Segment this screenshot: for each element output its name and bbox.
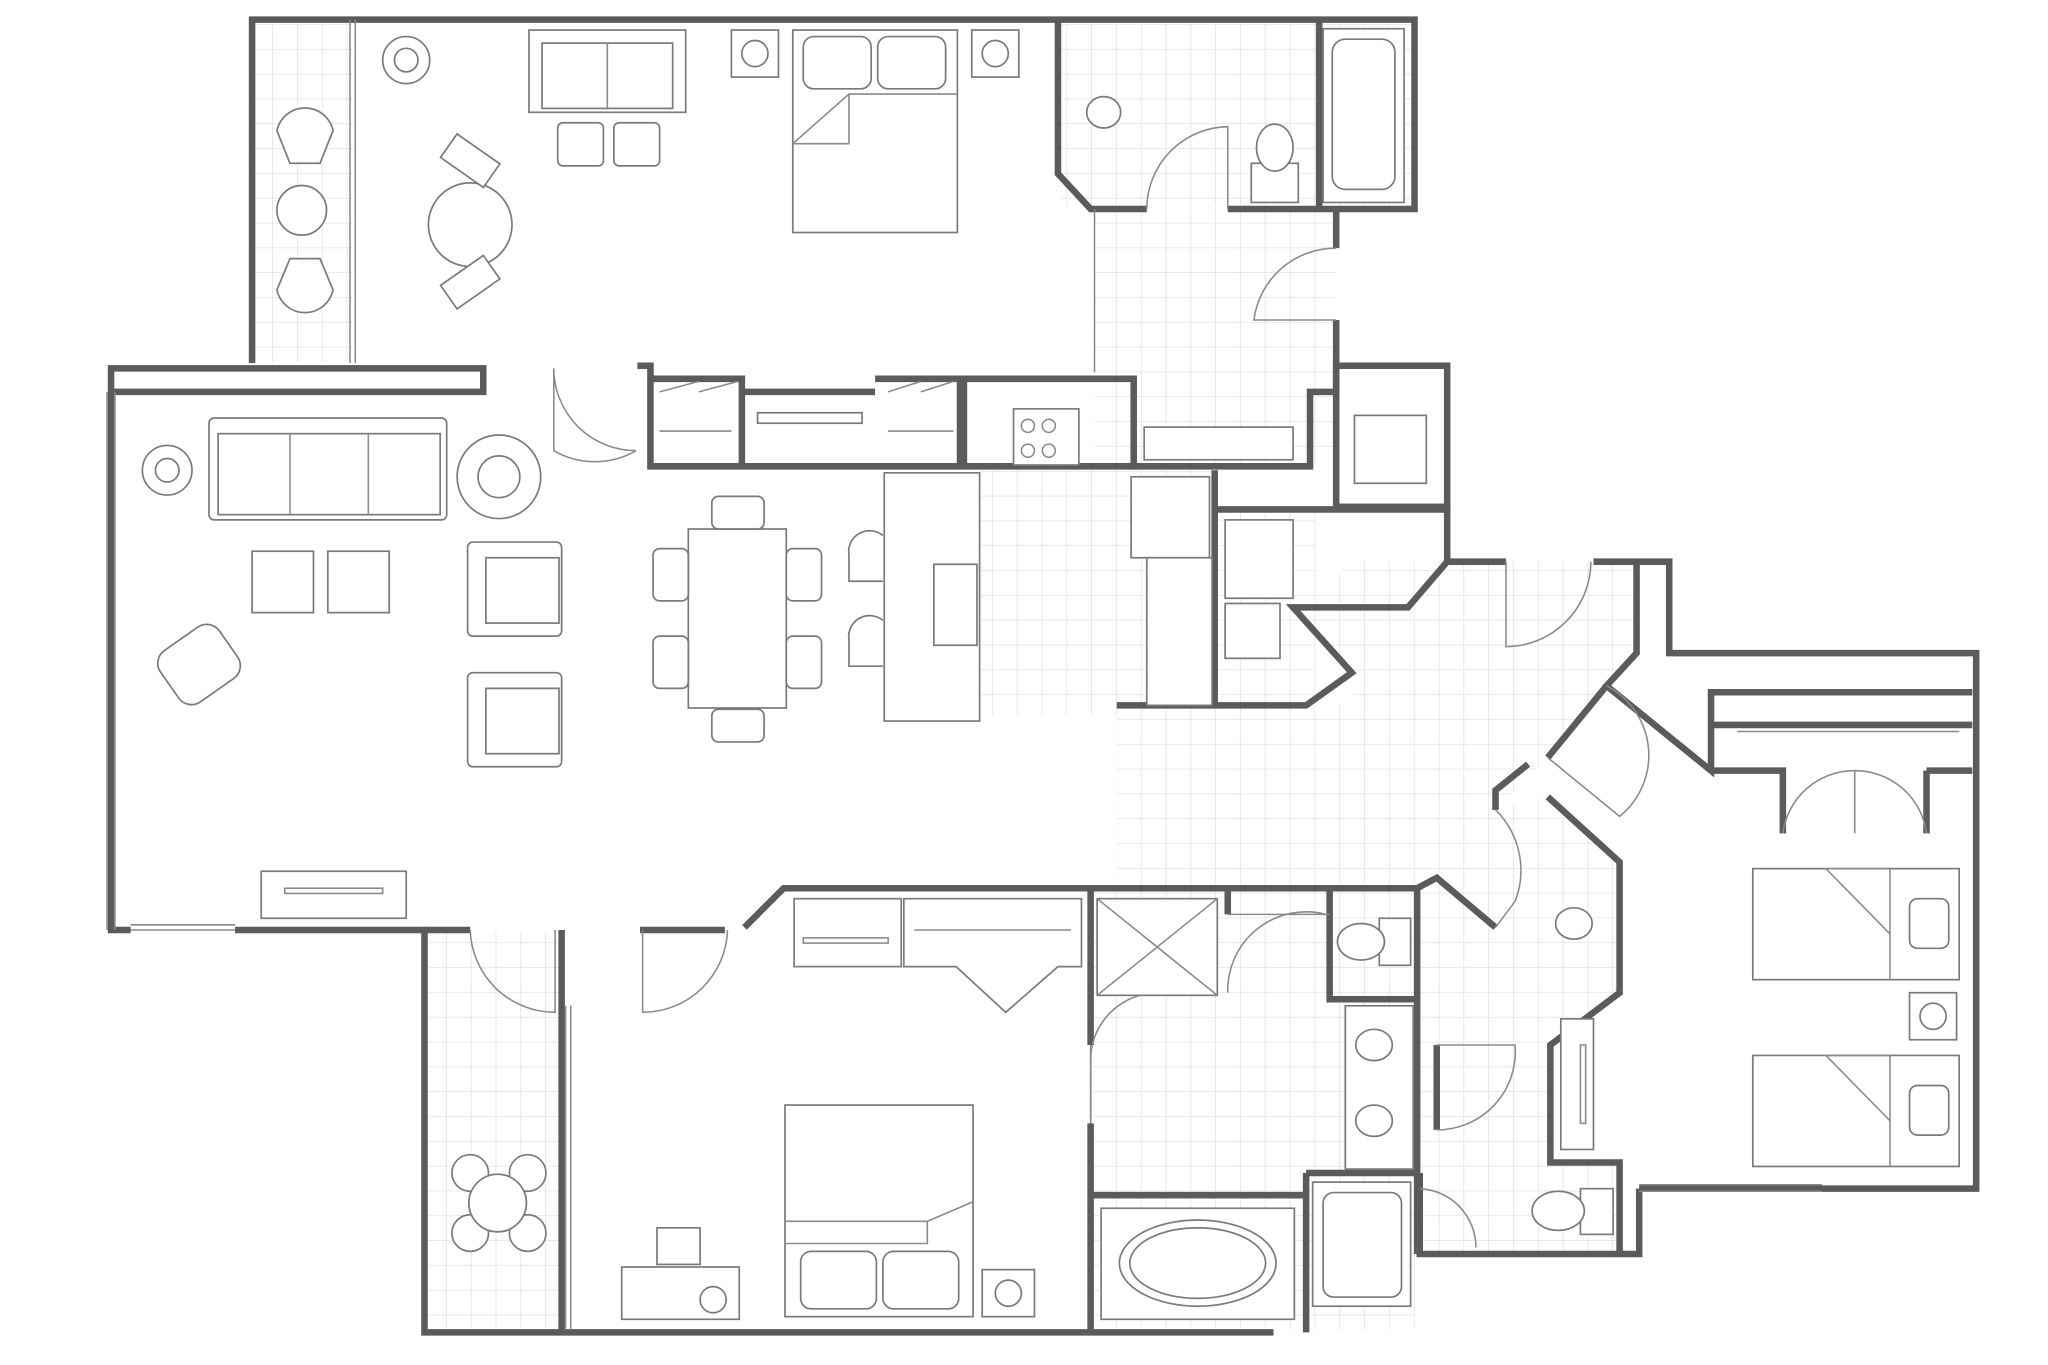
wall-closets <box>637 362 1137 470</box>
wall-master-bath <box>1087 888 1418 1333</box>
dining-chair <box>652 635 690 690</box>
balcony-chair <box>276 107 334 165</box>
wall-bath2-left <box>1413 873 1498 1254</box>
nightstand <box>970 29 1020 78</box>
wall-bath2 <box>1416 683 1643 1258</box>
hallway-shelf <box>1143 426 1294 461</box>
coffee-table <box>326 550 391 614</box>
kitchen-furniture <box>652 380 1428 743</box>
door-entry <box>1505 561 1592 648</box>
bedroom2-furniture <box>1531 730 1961 1236</box>
tv-console <box>260 870 408 920</box>
dresser <box>793 897 903 968</box>
wall-top <box>248 16 1418 364</box>
living-room-furniture <box>141 417 563 920</box>
ottoman <box>613 121 661 167</box>
wall-lower-top <box>424 884 1418 1333</box>
shelf <box>1559 1018 1595 1151</box>
washer-dryer <box>1224 519 1294 600</box>
door-hallway <box>1252 247 1337 321</box>
closet-box <box>1353 414 1428 485</box>
dining-chair <box>652 547 690 602</box>
chair <box>439 132 502 189</box>
door-bedroom2 <box>1547 685 1650 818</box>
dining-chair <box>785 547 823 602</box>
balcony-chair <box>276 257 334 314</box>
door-living <box>553 368 637 463</box>
sink-icon <box>1354 1104 1394 1138</box>
shelf <box>756 411 863 425</box>
door-master-bath <box>1226 911 1330 993</box>
wall-top-bath <box>1054 19 1147 213</box>
dining-chair <box>710 495 765 530</box>
door-wc2 <box>1419 1187 1477 1248</box>
door-master-bedroom <box>641 930 729 1014</box>
sink-icon <box>1554 906 1594 941</box>
window-living-left <box>106 391 236 931</box>
door-balcony-bottom <box>469 930 556 1014</box>
master-bath-fixtures <box>1096 897 1415 1321</box>
lamp-icon <box>1919 1002 1947 1031</box>
coffee-table <box>251 550 315 614</box>
master-bedroom-furniture <box>451 897 1083 1321</box>
sink-icon <box>1354 1028 1394 1062</box>
top-bath-fixtures <box>1085 27 1405 461</box>
window-bedroom2 <box>1639 1183 1823 1193</box>
lamp-icon <box>741 39 769 68</box>
wall-bedroom2 <box>1601 561 1973 834</box>
door-wc <box>1436 1044 1517 1131</box>
lamp-icon <box>981 39 1010 68</box>
wall-laundry-angle <box>1214 559 1450 709</box>
bar-stool <box>847 614 884 668</box>
balcony-glass-bottom <box>564 1005 572 1330</box>
chair <box>439 254 502 311</box>
refrigerator <box>1130 475 1211 559</box>
lamp-icon <box>994 1279 1023 1308</box>
toilet-icon <box>1579 1187 1614 1236</box>
doors <box>469 125 1650 1248</box>
balcony-table <box>276 184 328 236</box>
counter <box>1145 556 1213 707</box>
dining-chair <box>710 708 765 743</box>
kitchen-sink-icon <box>933 563 978 647</box>
balcony-glass-top <box>349 19 357 364</box>
wall-living-left <box>107 391 131 934</box>
tile-balcony-bottom <box>427 932 562 1330</box>
dining-table <box>687 528 788 709</box>
wall-living-bottom <box>235 926 1274 1336</box>
ottoman <box>556 121 605 167</box>
door-bath2 <box>1494 809 1522 928</box>
walls <box>106 16 1980 1336</box>
desk-chair <box>656 1226 701 1266</box>
sink-icon <box>1085 95 1122 129</box>
dining-chair <box>785 635 823 690</box>
round-table <box>427 182 513 268</box>
closet <box>902 897 1083 1014</box>
door-bath-top <box>1145 125 1229 209</box>
accent-chair <box>156 623 242 706</box>
lamp-icon <box>699 1285 728 1314</box>
closet-doors <box>1782 769 1928 834</box>
bar-stool <box>847 529 884 583</box>
top-bedroom-furniture <box>276 29 1020 314</box>
wall-living-top <box>107 365 487 396</box>
